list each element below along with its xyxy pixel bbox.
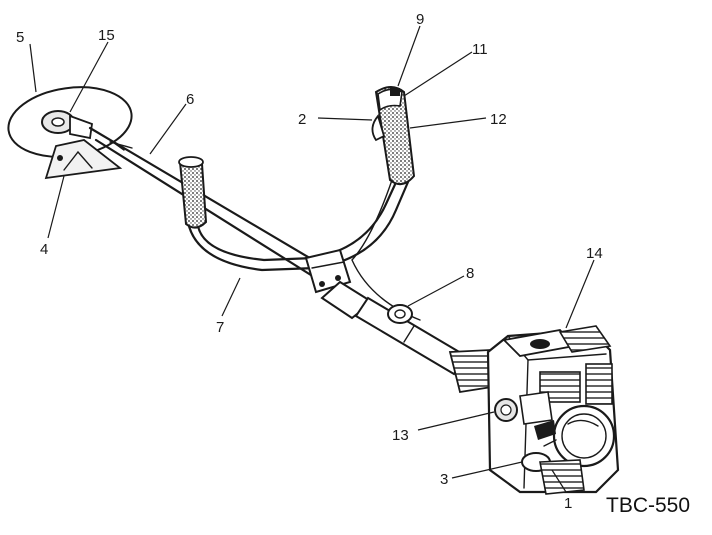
leader-8	[407, 275, 465, 307]
leader-2	[317, 117, 373, 121]
leader-lines	[29, 25, 595, 493]
callout-6: 6	[186, 91, 194, 108]
callout-5: 5	[16, 29, 24, 46]
callout-3: 3	[440, 471, 448, 488]
callout-9: 9	[416, 11, 424, 28]
callout-12: 12	[490, 111, 507, 128]
callout-7: 7	[216, 319, 224, 336]
leader-12	[409, 117, 487, 129]
air-cleaner	[494, 391, 553, 425]
leader-4	[47, 175, 65, 239]
leader-14	[565, 259, 595, 329]
model-label: TBC-550	[606, 494, 690, 517]
leader-5	[29, 43, 37, 93]
callout-15: 15	[98, 27, 115, 44]
left-grip	[178, 156, 208, 229]
leader-3	[451, 461, 523, 479]
blade-guard	[44, 139, 123, 180]
leader-13	[417, 411, 495, 431]
callout-1: 1	[564, 495, 572, 512]
throttle-trigger	[371, 114, 386, 142]
gear-head	[41, 110, 93, 140]
leader-11	[403, 51, 473, 97]
recoil-starter	[552, 404, 616, 468]
choke-lever	[534, 420, 556, 440]
leader-15	[69, 41, 109, 113]
callout-2: 2	[298, 111, 306, 128]
fuel-tank	[539, 459, 585, 495]
leader-7	[221, 277, 241, 317]
callout-8: 8	[466, 265, 474, 282]
leader-1	[551, 469, 567, 493]
handle-clamp	[304, 248, 352, 294]
callout-13: 13	[392, 427, 409, 444]
callouts: 5 15 6 4 7 2 9 11 12 8 14 13 3 1	[16, 11, 603, 512]
spark-plug-cover	[558, 325, 612, 353]
leader-9	[397, 25, 421, 87]
throttle-grip	[374, 86, 416, 186]
stop-switch	[390, 88, 400, 96]
leader-6	[149, 103, 187, 155]
callout-11: 11	[472, 41, 488, 58]
hanger-ring	[387, 304, 413, 324]
callout-4: 4	[40, 241, 48, 258]
cylinder-fins	[539, 363, 613, 405]
shaft-tube	[320, 280, 468, 376]
callout-14: 14	[586, 245, 603, 262]
